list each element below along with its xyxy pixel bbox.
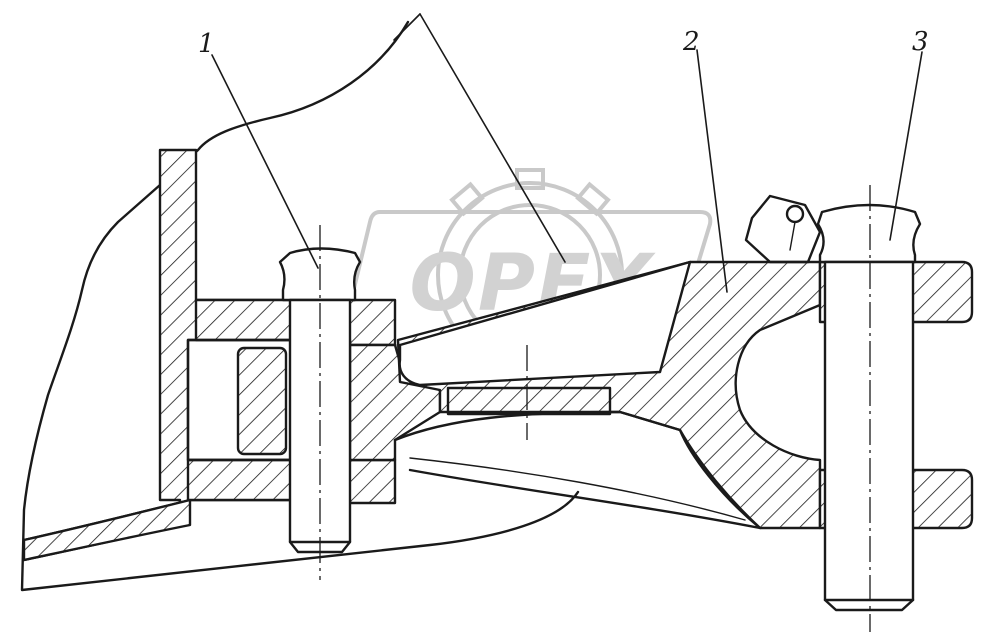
leader-top-b	[393, 13, 421, 41]
lever-pocket	[398, 260, 692, 387]
lever-web-shading	[409, 457, 746, 521]
grease-fitting-icon	[744, 194, 822, 264]
rubber-bushing	[236, 346, 288, 456]
pin-3-tip	[823, 598, 915, 612]
callout-label-1: 1	[198, 29, 215, 59]
callout-label-2: 2	[682, 27, 700, 57]
pin-3	[816, 185, 922, 632]
pin-1	[278, 225, 362, 580]
leader-3	[889, 51, 923, 241]
callout-label-3: 3	[912, 27, 929, 57]
pin-3-head	[816, 203, 922, 264]
pin-3-shank	[823, 260, 915, 602]
lever-lower-web	[393, 410, 762, 530]
leader-lines	[211, 13, 923, 293]
leader-top-a	[419, 13, 566, 263]
lever-step	[446, 386, 612, 416]
leader-2	[696, 49, 728, 293]
link-lever	[348, 260, 822, 530]
frame-break-line	[20, 20, 580, 592]
leader-1	[211, 54, 319, 269]
frame-bottom-flange	[22, 498, 192, 562]
